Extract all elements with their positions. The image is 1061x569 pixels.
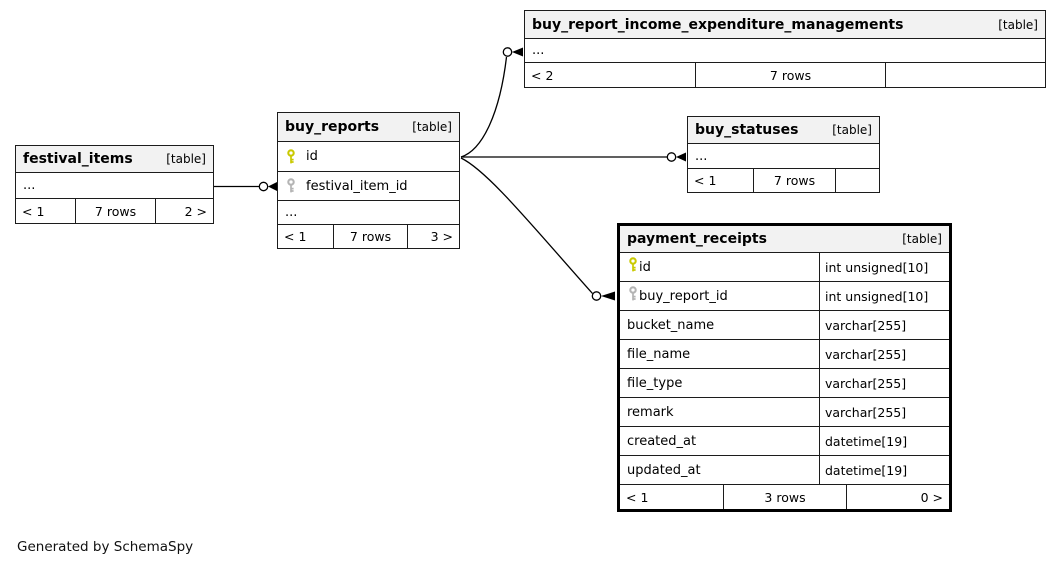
column-name: id xyxy=(639,259,651,275)
table-row: festival_item_id xyxy=(278,172,459,201)
pager-prev[interactable]: < 2 xyxy=(531,67,554,83)
column-type: int unsigned[10] xyxy=(825,288,929,304)
column-name: bucket_name xyxy=(627,317,715,333)
row-count: 7 rows xyxy=(333,225,408,248)
column-name: file_name xyxy=(627,346,691,362)
ellipsis-row: ... xyxy=(525,39,1045,63)
column-name: remark xyxy=(627,404,674,420)
column-name: festival_item_id xyxy=(306,178,408,194)
generator-note: Generated by SchemaSpy xyxy=(17,539,194,555)
table-header: payment_receipts [table] xyxy=(620,226,949,253)
table-name: buy_report_income_expenditure_management… xyxy=(532,16,904,33)
table-row: created_at datetime[19] xyxy=(620,427,949,456)
row-count: 7 rows xyxy=(75,199,156,223)
ellipsis-row: ... xyxy=(688,144,879,169)
column-name: buy_report_id xyxy=(639,288,728,304)
table-header: buy_reports [table] xyxy=(278,113,459,142)
table-tag: [table] xyxy=(412,120,452,134)
table-row: id int unsigned[10] xyxy=(620,253,949,282)
table-header: buy_statuses [table] xyxy=(688,117,879,144)
row-count: 7 rows xyxy=(695,63,886,87)
pager-next[interactable] xyxy=(886,63,1045,87)
relationship-buy_reports-birem xyxy=(460,47,523,158)
ellipsis-row: ... xyxy=(278,201,459,225)
table-header: buy_report_income_expenditure_management… xyxy=(525,11,1045,39)
primary-key-icon xyxy=(627,257,639,277)
relationship-buy_reports-payment_receipts xyxy=(460,157,615,301)
pager-next[interactable]: 0 > xyxy=(920,489,943,505)
ellipsis-row: ... xyxy=(16,173,213,199)
primary-key-icon xyxy=(285,148,298,165)
column-type: varchar[255] xyxy=(825,375,907,391)
table-buy_report_income_expenditure_managements[interactable]: buy_report_income_expenditure_management… xyxy=(524,10,1046,88)
table-tag: [table] xyxy=(832,123,872,137)
table-buy_reports[interactable]: buy_reports [table] id festival_item_id … xyxy=(277,112,460,249)
foreign-key-icon xyxy=(627,286,639,306)
column-name: created_at xyxy=(627,433,697,449)
table-row: buy_report_id int unsigned[10] xyxy=(620,282,949,311)
column-type: int unsigned[10] xyxy=(825,259,929,275)
table-tag: [table] xyxy=(998,17,1038,32)
pager-next[interactable]: 2 > xyxy=(184,203,207,219)
column-type: datetime[19] xyxy=(825,462,908,478)
row-count: 3 rows xyxy=(723,485,847,509)
pager-prev[interactable]: < 1 xyxy=(284,229,307,244)
pager-prev[interactable]: < 1 xyxy=(22,203,45,219)
pager-prev[interactable]: < 1 xyxy=(694,173,717,188)
row-count: 7 rows xyxy=(753,169,836,192)
table-name: festival_items xyxy=(23,151,133,167)
column-type: varchar[255] xyxy=(825,404,907,420)
table-footer: < 1 7 rows 3 > xyxy=(278,225,459,248)
table-footer: < 1 3 rows 0 > xyxy=(620,485,949,509)
column-name: id xyxy=(306,149,318,164)
column-name: updated_at xyxy=(627,462,701,478)
table-row: remark varchar[255] xyxy=(620,398,949,427)
table-name: payment_receipts xyxy=(627,231,767,247)
column-type: varchar[255] xyxy=(825,346,907,362)
table-row: updated_at datetime[19] xyxy=(620,456,949,485)
table-tag: [table] xyxy=(166,152,206,166)
table-buy_statuses[interactable]: buy_statuses [table] ... < 1 7 rows xyxy=(687,116,880,193)
relationship-buy_reports-buy_statuses xyxy=(461,152,686,162)
column-type: varchar[255] xyxy=(825,317,907,333)
table-footer: < 1 7 rows xyxy=(688,169,879,192)
table-row: file_type varchar[255] xyxy=(620,369,949,398)
pager-prev[interactable]: < 1 xyxy=(626,489,649,505)
pager-next[interactable]: 3 > xyxy=(430,229,453,244)
column-name: file_type xyxy=(627,375,683,391)
table-row: bucket_name varchar[255] xyxy=(620,311,949,340)
table-footer: < 1 7 rows 2 > xyxy=(16,199,213,223)
relationship-festival_items-buy_reports xyxy=(214,181,277,192)
foreign-key-icon xyxy=(285,178,298,194)
table-footer: < 2 7 rows xyxy=(525,63,1045,87)
table-tag: [table] xyxy=(902,232,942,246)
table-festival_items[interactable]: festival_items [table] ... < 1 7 rows 2 … xyxy=(15,145,214,224)
table-payment_receipts[interactable]: payment_receipts [table] id int unsigned… xyxy=(617,223,952,512)
pager-next[interactable] xyxy=(836,169,879,192)
table-header: festival_items [table] xyxy=(16,146,213,173)
column-type: datetime[19] xyxy=(825,433,908,449)
table-name: buy_statuses xyxy=(695,122,799,138)
table-row: id xyxy=(278,142,459,172)
table-row: file_name varchar[255] xyxy=(620,340,949,369)
table-name: buy_reports xyxy=(285,119,380,135)
